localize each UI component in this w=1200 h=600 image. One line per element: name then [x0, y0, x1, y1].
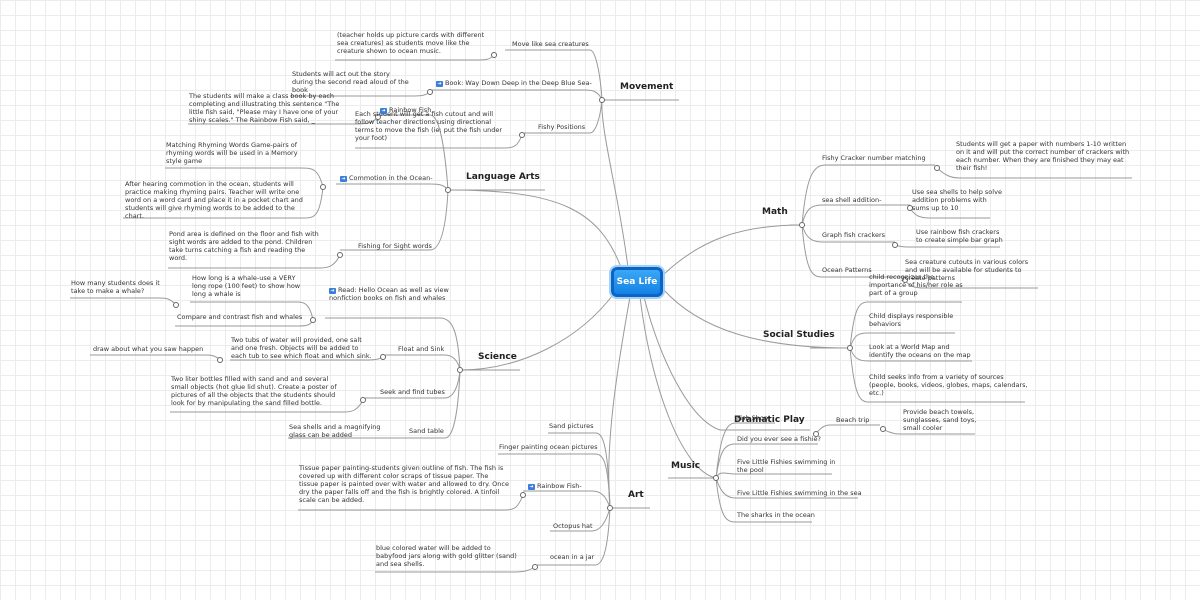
social-studies-collapse-dot[interactable] — [847, 345, 853, 351]
branch-language-arts[interactable]: Language Arts — [466, 172, 540, 182]
branch-movement[interactable]: Movement — [620, 82, 674, 92]
branch-music[interactable]: Music — [671, 461, 701, 471]
science-float-sink[interactable]: Float and Sink — [398, 345, 445, 353]
social-item-4[interactable]: Child seeks info from a variety of sourc… — [869, 373, 1028, 397]
math-graph-note[interactable]: Use rainbow fish crackers to create simp… — [916, 228, 1003, 244]
science-compare[interactable]: Compare and contrast fish and whales — [177, 313, 303, 321]
draw-dot[interactable] — [217, 357, 223, 363]
la-rainbow-fish[interactable]: ➜Rainbow Fish — [380, 106, 432, 114]
float-sink-dot[interactable] — [380, 354, 386, 360]
link-icon: ➜ — [380, 108, 387, 114]
math-shell-addition-note[interactable]: Use sea shells to help solve addition pr… — [912, 188, 1002, 212]
science-collapse-dot[interactable] — [457, 367, 463, 373]
whale-rope-dot[interactable] — [173, 302, 179, 308]
graph-dot[interactable] — [892, 242, 898, 248]
science-sand-table[interactable]: Sand table — [409, 427, 444, 435]
dramatic-beach-trip-note[interactable]: Provide beach towels, sunglasses, sand t… — [903, 408, 977, 432]
dramatic-fish-shop[interactable]: Fish Shop — [737, 414, 768, 422]
math-graph[interactable]: Graph fish crackers — [822, 231, 886, 239]
movement-collapse-dot[interactable] — [599, 97, 605, 103]
art-rainbow-fish[interactable]: ➜Rainbow Fish- — [528, 482, 582, 490]
science-whale-rope[interactable]: How long is a whale-use a VERY long rope… — [192, 274, 301, 298]
link-icon: ➜ — [340, 176, 347, 182]
move-like-dot[interactable] — [491, 52, 497, 58]
link-center-music — [639, 296, 717, 479]
language-arts-collapse-dot[interactable] — [445, 187, 451, 193]
la-fishing[interactable]: Fishing for Sight words — [358, 242, 432, 250]
fishy-positions-dot[interactable] — [519, 132, 525, 138]
art-ocean-jar-note[interactable]: blue colored water will be added to baby… — [376, 544, 517, 568]
link-center-math — [662, 224, 803, 276]
movement-book[interactable]: ➜Book: Way Down Deep in the Deep Blue Se… — [436, 79, 592, 87]
link-center-science — [459, 291, 616, 371]
science-read[interactable]: ➜Read: Hello Ocean as well as view nonfi… — [329, 286, 449, 302]
math-fishy-cracker[interactable]: Fishy Cracker number matching — [822, 154, 926, 162]
patterns-dot[interactable] — [902, 277, 908, 283]
la-rainbow-fish-note[interactable]: The students will make a class book by e… — [189, 92, 340, 124]
science-draw[interactable]: draw about what you saw happen — [93, 345, 204, 353]
branch-art[interactable]: Art — [628, 490, 644, 500]
art-finger-painting[interactable]: Finger painting ocean pictures — [499, 443, 598, 451]
movement-fishy-positions-note[interactable]: Each student will get a fish cutout and … — [355, 110, 502, 142]
link-icon: ➜ — [528, 484, 535, 490]
la-commotion-note-2[interactable]: After hearing commotion in the ocean, st… — [125, 180, 303, 220]
math-collapse-dot[interactable] — [799, 222, 805, 228]
math-shell-addition[interactable]: sea shell addition- — [822, 196, 882, 204]
read-dot[interactable] — [310, 317, 316, 323]
branch-science[interactable]: Science — [478, 352, 517, 362]
art-octopus-hat[interactable]: Octopus hat — [553, 522, 593, 530]
dramatic-play-collapse-dot[interactable] — [813, 431, 819, 437]
social-item-2[interactable]: Child displays responsible behaviors — [869, 312, 954, 328]
math-fishy-cracker-note[interactable]: Students will get a paper with numbers 1… — [956, 140, 1130, 172]
movement-fishy-positions[interactable]: Fishy Positions — [538, 123, 586, 131]
music-item-2[interactable]: Five Little Fishies swimming in the pool — [737, 458, 836, 474]
dramatic-beach-trip[interactable]: Beach trip — [836, 416, 870, 424]
music-item-4[interactable]: The sharks in the ocean — [737, 511, 815, 519]
branch-math[interactable]: Math — [762, 207, 788, 217]
social-item-1[interactable]: child recognizes the importance of his/h… — [869, 273, 963, 297]
art-ocean-jar[interactable]: ocean in a jar — [550, 553, 595, 561]
link-center-art — [608, 296, 631, 509]
rainbow-fish-dot[interactable] — [375, 114, 381, 120]
la-fishing-note[interactable]: Pond area is defined on the floor and fi… — [169, 230, 319, 262]
music-item-3[interactable]: Five Little Fishies swimming in the sea — [737, 489, 862, 497]
commotion-dot[interactable] — [320, 184, 326, 190]
link-center-language-arts — [447, 189, 623, 271]
art-collapse-dot[interactable] — [607, 505, 613, 511]
link-icon: ➜ — [436, 81, 443, 87]
math-patterns-note[interactable]: Sea creature cutouts in various colors a… — [905, 258, 1029, 282]
branch-social-studies[interactable]: Social Studies — [763, 330, 835, 340]
science-seek-find[interactable]: Seek and find tubes — [380, 388, 445, 396]
seek-find-dot[interactable] — [360, 397, 366, 403]
art-rainbow-fish-dot[interactable] — [520, 492, 526, 498]
fishing-dot[interactable] — [337, 252, 343, 258]
science-float-sink-note[interactable]: Two tubs of water will provided, one sal… — [231, 336, 372, 360]
science-whale-question[interactable]: How many students does it take to make a… — [71, 279, 160, 295]
movement-move-like[interactable]: Move like sea creatures — [512, 40, 589, 48]
science-seek-find-note[interactable]: Two liter bottles filled with sand and a… — [171, 375, 337, 407]
music-collapse-dot[interactable] — [713, 475, 719, 481]
shell-addition-dot[interactable] — [907, 205, 913, 211]
art-sand-pictures[interactable]: Sand pictures — [549, 422, 594, 430]
math-patterns[interactable]: Ocean Patterns — [822, 266, 872, 274]
branch-dramatic-play[interactable]: Dramatic Play — [734, 415, 805, 425]
music-item-1[interactable]: Did you ever see a fishie? — [737, 435, 821, 443]
movement-book-note[interactable]: Students will act out the story during t… — [292, 70, 409, 94]
la-commotion-note-1[interactable]: Matching Rhyming Words Game-pairs of rhy… — [166, 141, 298, 165]
book-dot[interactable] — [427, 89, 433, 95]
art-rainbow-fish-note[interactable]: Tissue paper painting-students given out… — [299, 464, 509, 504]
link-center-dramatic — [643, 296, 721, 431]
social-item-3[interactable]: Look at a World Map and identify the oce… — [869, 343, 971, 359]
link-center-social — [662, 288, 851, 349]
fishy-cracker-dot[interactable] — [934, 165, 940, 171]
science-sand-table-note[interactable]: Sea shells and a magnifying glass can be… — [289, 423, 381, 439]
la-commotion[interactable]: ➜Commotion in the Ocean- — [340, 174, 433, 182]
link-icon: ➜ — [329, 288, 336, 294]
link-center-movement — [601, 99, 629, 269]
beach-trip-dot[interactable] — [880, 426, 886, 432]
ocean-jar-dot[interactable] — [532, 564, 538, 570]
central-topic[interactable]: Sea Life — [611, 267, 663, 297]
movement-move-like-note[interactable]: (teacher holds up picture cards with dif… — [337, 31, 485, 55]
